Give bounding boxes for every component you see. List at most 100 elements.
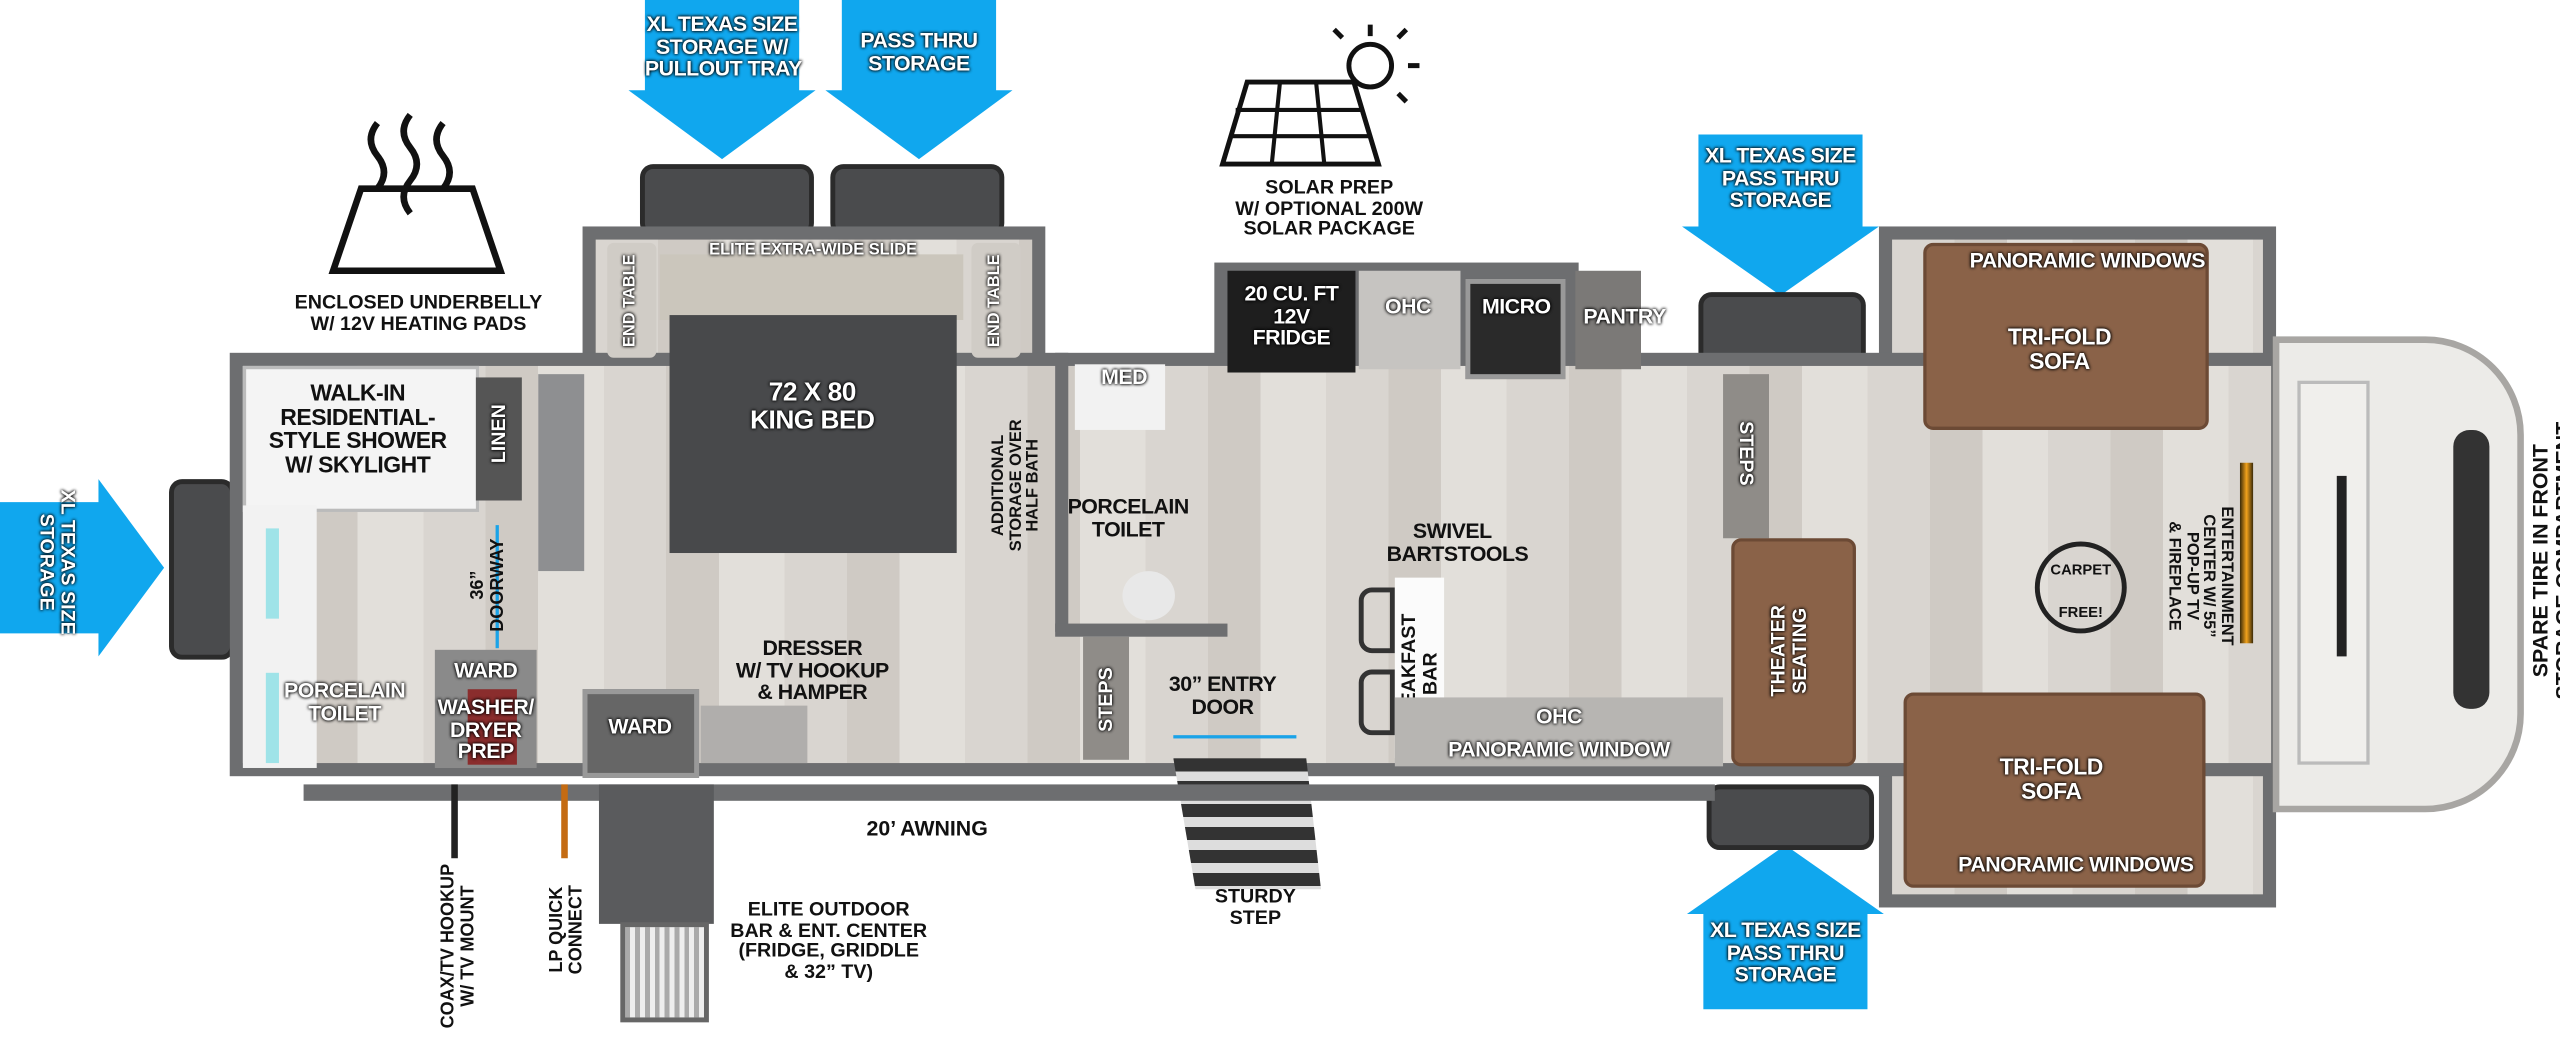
text: TRI-FOLD bbox=[2007, 323, 2112, 350]
label-steps: STEPS bbox=[1094, 667, 1118, 732]
text: KING BED bbox=[750, 406, 875, 435]
doorway-dimension bbox=[495, 525, 499, 649]
medicine-cabinet bbox=[1074, 364, 1166, 430]
outdoor-griddle bbox=[620, 922, 709, 1023]
text: PASS THRU bbox=[860, 27, 978, 53]
text: DRESSER bbox=[762, 635, 863, 660]
label-linen: LINEN bbox=[486, 404, 510, 464]
text: STORAGE W/ bbox=[655, 33, 789, 59]
text: POP-UP TV bbox=[2182, 531, 2201, 621]
dresser bbox=[700, 705, 808, 764]
microwave-range bbox=[1465, 278, 1566, 380]
bar-stool bbox=[1358, 669, 1395, 736]
mirror bbox=[265, 672, 279, 764]
wall bbox=[1055, 623, 1228, 637]
text: ELITE OUTDOOR bbox=[747, 897, 910, 921]
text: STYLE SHOWER bbox=[268, 427, 447, 454]
label-panoramic-window: PANORAMIC WINDOW bbox=[1448, 736, 1670, 762]
text: PASS THRU bbox=[1726, 939, 1845, 965]
wall bbox=[1055, 352, 1069, 632]
label-pantry: PANTRY bbox=[1583, 303, 1666, 329]
text: 20 CU. FT bbox=[1244, 280, 1339, 306]
text: STEP bbox=[1229, 905, 1282, 929]
arrow-storage-rear bbox=[0, 479, 165, 657]
text: DOOR bbox=[1191, 693, 1255, 719]
shower bbox=[242, 365, 480, 512]
label-panoramic-windows: PANORAMIC WINDOWS bbox=[1969, 247, 2206, 273]
counter-ohc bbox=[1394, 697, 1724, 767]
text: PORCELAIN bbox=[1067, 493, 1190, 519]
text: SWIVEL bbox=[1412, 518, 1492, 544]
pantry bbox=[1575, 270, 1641, 370]
text: ENTERTAINMENT bbox=[2216, 506, 2236, 646]
text: STORAGE bbox=[1729, 187, 1832, 213]
mirror bbox=[265, 528, 279, 619]
text: 12V bbox=[1273, 302, 1310, 328]
entry-steps[interactable] bbox=[1173, 758, 1322, 890]
toilet bbox=[1122, 571, 1175, 621]
wardrobe bbox=[582, 689, 700, 778]
text: XL TEXAS SIZE bbox=[1705, 142, 1856, 168]
text: SOLAR PACKAGE bbox=[1243, 216, 1415, 240]
text: CENTER W/ 55” bbox=[2199, 514, 2218, 638]
tv bbox=[2336, 475, 2347, 657]
text: PASS THRU bbox=[1721, 165, 1840, 190]
coax-cable bbox=[451, 784, 458, 859]
label-micro: MICRO bbox=[1481, 293, 1551, 319]
linen-cabinet bbox=[475, 377, 522, 501]
fridge bbox=[1227, 270, 1356, 373]
storage-compartment bbox=[169, 479, 235, 660]
text: PREP bbox=[457, 738, 515, 764]
headboard-pillows bbox=[659, 254, 964, 320]
text: XL TEXAS SIZE bbox=[56, 489, 80, 635]
counter bbox=[1358, 270, 1461, 370]
label-steps-front: STEPS bbox=[1735, 421, 1758, 486]
label-awning: 20’ AWNING bbox=[866, 815, 988, 841]
label-end-table: END TABLE bbox=[985, 254, 1004, 348]
arrow-storage-top-mid bbox=[825, 0, 1013, 160]
end-table-right bbox=[971, 242, 1021, 358]
text: STURDY bbox=[1214, 884, 1296, 908]
heating-pad-icon bbox=[328, 112, 506, 275]
arrow-storage-top-left bbox=[628, 0, 816, 160]
vanity bbox=[242, 505, 317, 768]
outdoor-kitchen bbox=[598, 784, 714, 924]
text: & HAMPER bbox=[757, 679, 868, 705]
text: W/ SKYLIGHT bbox=[285, 451, 431, 478]
text: RESIDENTIAL- bbox=[280, 403, 436, 430]
text: PULLOUT TRAY bbox=[644, 56, 802, 81]
text: W/ TV MOUNT bbox=[457, 885, 478, 1007]
washer-dryer bbox=[467, 689, 517, 765]
text: COAX/TV HOOKUP bbox=[438, 863, 459, 1029]
text: TOILET bbox=[1091, 516, 1165, 541]
text: BAR & ENT. CENTER bbox=[730, 918, 928, 942]
text: 30” ENTRY bbox=[1168, 671, 1277, 696]
end-table-left bbox=[607, 242, 657, 358]
text: XL TEXAS SIZE bbox=[1709, 917, 1861, 942]
text: & FIREPLACE bbox=[2165, 521, 2184, 631]
label-med: MED bbox=[1101, 364, 1148, 389]
text: DRYER bbox=[450, 716, 522, 742]
text: FREE! bbox=[2058, 603, 2103, 621]
tri-fold-sofa-bottom bbox=[1903, 692, 2206, 888]
